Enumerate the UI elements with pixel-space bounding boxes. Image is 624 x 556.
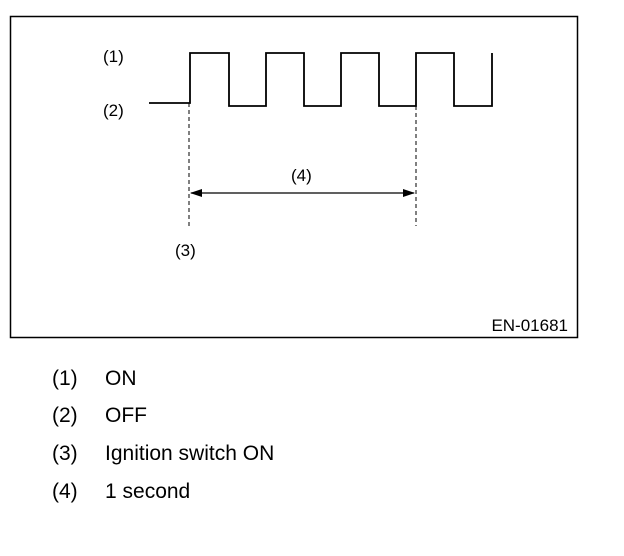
legend-number: (2) [52,404,78,427]
label-low: (2) [103,101,124,120]
figure-code: EN-01681 [491,316,568,335]
timing-diagram: (1) (2) (4) (3) EN-01681 [9,15,579,339]
legend-number: (4) [52,480,78,503]
figure-frame [9,15,579,339]
legend-text: Ignition switch ON [105,442,275,465]
label-period: (4) [291,166,312,185]
legend-text: 1 second [105,480,191,503]
pulse-waveform [149,52,493,107]
legend-text: ON [105,367,137,390]
legend-number: (3) [52,442,78,465]
legend-text: OFF [105,404,147,427]
label-start: (3) [175,241,196,260]
label-high: (1) [103,47,124,66]
legend-number: (1) [52,367,78,390]
